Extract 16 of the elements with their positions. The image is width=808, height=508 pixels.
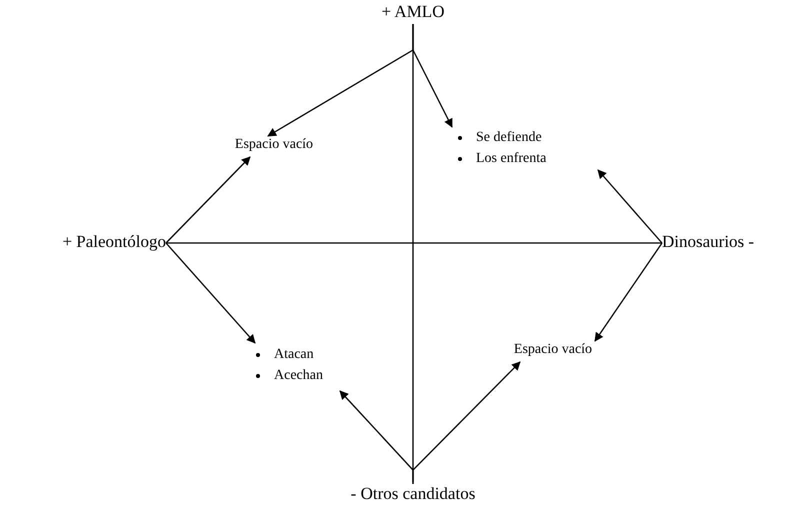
quadrant-label: Espacio vacío: [234, 137, 314, 153]
bullet-item: Se defiende: [476, 130, 542, 146]
quadrant-label: Espacio vacío: [514, 342, 592, 358]
bullet-item: Atacan: [274, 346, 314, 362]
arrow: [412, 361, 521, 484]
bullet-item: Acechan: [274, 368, 323, 384]
axis-label: Dinosaurios -: [662, 232, 754, 252]
arrow: [597, 169, 662, 244]
arrow: [412, 24, 453, 128]
arrow: [166, 242, 256, 344]
arrow: [166, 156, 251, 244]
axis-label: + Paleontólogo: [62, 232, 166, 252]
bullet-item: Los enfrenta: [476, 150, 546, 166]
axis-label: - Otros candidatos: [350, 484, 476, 504]
axis-label: + AMLO: [382, 2, 444, 22]
arrow: [594, 242, 663, 342]
